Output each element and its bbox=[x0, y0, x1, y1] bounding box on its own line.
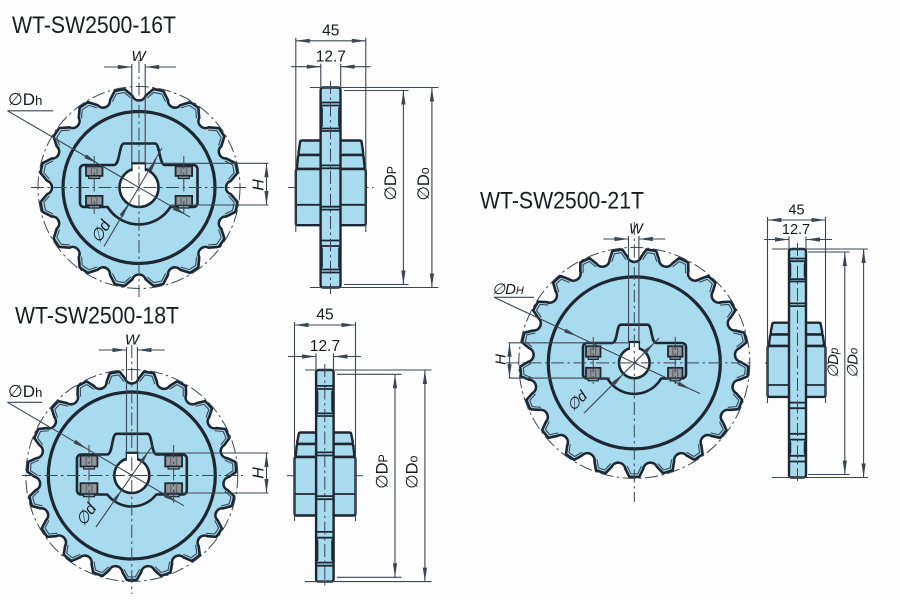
svg-text:∅Do: ∅Do bbox=[415, 167, 433, 200]
svg-text:∅Dh: ∅Dh bbox=[8, 382, 42, 401]
svg-text:45: 45 bbox=[316, 307, 333, 324]
svg-text:H: H bbox=[251, 467, 268, 479]
svg-text:WT-SW2500-16T: WT-SW2500-16T bbox=[12, 12, 176, 39]
svg-text:12.7: 12.7 bbox=[310, 338, 340, 355]
svg-text:WT-SW2500-18T: WT-SW2500-18T bbox=[15, 303, 179, 330]
svg-text:45: 45 bbox=[322, 23, 339, 40]
svg-text:WT-SW2500-21T: WT-SW2500-21T bbox=[480, 188, 644, 215]
svg-text:12.7: 12.7 bbox=[316, 49, 346, 66]
svg-text:∅Dh: ∅Dh bbox=[8, 90, 42, 109]
svg-text:W: W bbox=[629, 222, 644, 238]
svg-text:∅Do: ∅Do bbox=[404, 456, 422, 489]
svg-text:∅DP: ∅DP bbox=[374, 454, 392, 489]
svg-text:∅DP: ∅DP bbox=[382, 166, 400, 201]
svg-text:∅Dp: ∅Dp bbox=[825, 347, 842, 378]
svg-text:45: 45 bbox=[788, 203, 804, 219]
svg-text:H: H bbox=[493, 354, 510, 365]
svg-text:∅DH: ∅DH bbox=[492, 281, 524, 298]
svg-text:W: W bbox=[131, 48, 147, 65]
svg-text:12.7: 12.7 bbox=[782, 222, 810, 238]
svg-text:∅Do: ∅Do bbox=[845, 347, 862, 378]
svg-text:W: W bbox=[125, 332, 141, 349]
svg-text:H: H bbox=[251, 179, 268, 191]
